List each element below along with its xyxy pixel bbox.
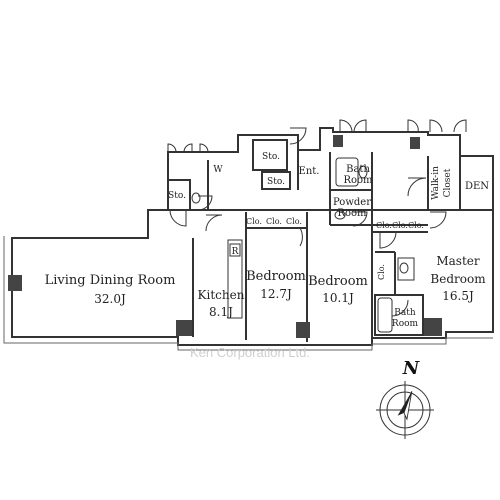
compass bbox=[376, 381, 434, 439]
clo-label-1: Clo. bbox=[246, 217, 262, 226]
clo-label-4: Clo. bbox=[376, 221, 392, 230]
bedroom2-size: 10.1J bbox=[322, 291, 354, 305]
clo-label-6: Clo. bbox=[408, 221, 424, 230]
compass-needle-icon bbox=[397, 391, 413, 421]
ldr-size: 32.0J bbox=[94, 292, 126, 306]
bedroom1-name: Bedroom bbox=[246, 269, 306, 284]
kitchen-size: 8.1J bbox=[209, 305, 233, 319]
walkin-name-1: Walk-in bbox=[431, 166, 441, 200]
entrance-name: Ent. bbox=[299, 166, 320, 177]
bath-top-name-2: Room bbox=[343, 175, 373, 186]
sto-label-1: Sto. bbox=[262, 152, 280, 162]
walls bbox=[3, 127, 494, 351]
doors bbox=[169, 127, 447, 317]
sto-label-3: Sto. bbox=[168, 191, 186, 201]
w-label: W bbox=[213, 165, 223, 175]
sto-label-2: Sto. bbox=[267, 177, 285, 187]
walkin-name-2: Closet bbox=[443, 168, 453, 197]
room-labels: Living Dining Room 32.0J Kitchen 8.1J Be… bbox=[45, 164, 490, 329]
den-name: DEN bbox=[465, 181, 489, 192]
bedroom1-size: 12.7J bbox=[260, 287, 292, 301]
r-label: R bbox=[232, 247, 239, 257]
compass-north-label: N bbox=[402, 358, 421, 379]
fixtures bbox=[191, 157, 415, 333]
master-name-1: Master bbox=[436, 254, 480, 268]
clo-label-5: Clo. bbox=[392, 221, 408, 230]
watermark: Ken Corporation Ltd. bbox=[190, 345, 310, 360]
small-labels: Sto. Sto. Sto. W R Clo. Clo. Clo. Clo. C… bbox=[168, 152, 424, 280]
clo-label-3: Clo. bbox=[286, 217, 302, 226]
exterior-wall bbox=[11, 127, 494, 346]
bath-top-name-1: Bath bbox=[346, 164, 370, 175]
master-size: 16.5J bbox=[442, 289, 474, 303]
powder-name-1: Powder bbox=[333, 197, 371, 208]
clo-label-2: Clo. bbox=[266, 217, 282, 226]
bedroom2-name: Bedroom bbox=[308, 274, 368, 289]
master-name-2: Bedroom bbox=[430, 272, 486, 286]
pillars bbox=[8, 135, 442, 338]
balcony-line bbox=[3, 236, 493, 351]
ldr-name: Living Dining Room bbox=[45, 273, 176, 288]
bath-bottom-name-2: Room bbox=[392, 319, 419, 329]
windows bbox=[167, 119, 467, 153]
kitchen-name: Kitchen bbox=[198, 288, 245, 302]
powder-name-2: Room bbox=[337, 208, 367, 219]
bath-bottom-name-1: Bath bbox=[394, 308, 416, 318]
clo-label-7: Clo. bbox=[377, 264, 386, 280]
